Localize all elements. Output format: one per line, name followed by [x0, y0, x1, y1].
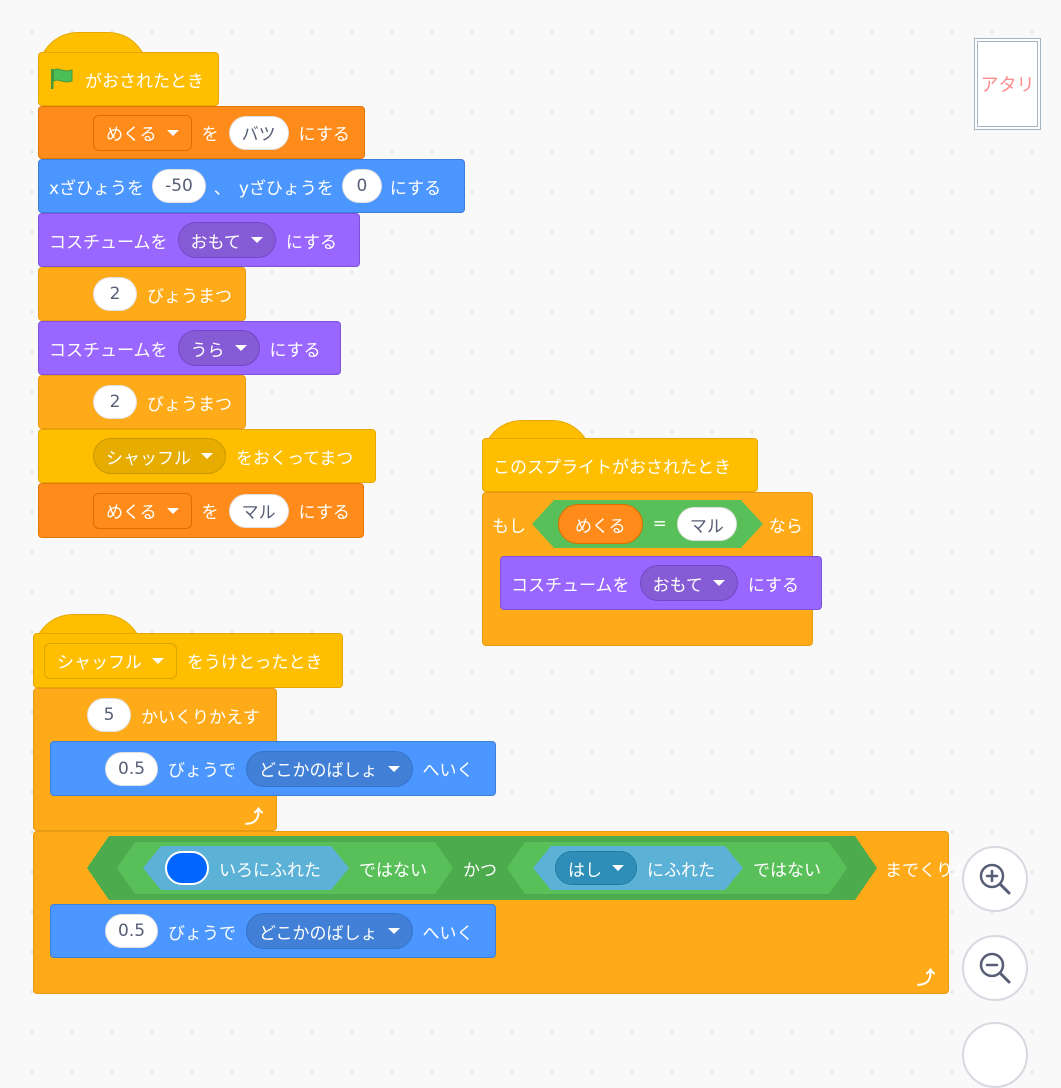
set-variable-block[interactable]: めくる を バツ にする — [38, 106, 365, 159]
broadcast-and-wait-block[interactable]: シャッフル をおくってまつ — [38, 429, 376, 483]
glide-block-2[interactable]: 0.5 びょうで どこかのばしょ へいく — [50, 904, 496, 958]
costume-label: コスチュームを — [511, 575, 630, 596]
glide-target-dropdown[interactable]: どこかのばしょ — [246, 913, 413, 949]
value-input[interactable]: バツ — [228, 115, 289, 150]
loop-arrow-icon: ⤴ — [917, 968, 935, 989]
zoom-out-button[interactable] — [962, 935, 1028, 1001]
not-operator-2[interactable]: はし にふれた ではない — [507, 842, 847, 894]
chevron-down-icon — [152, 657, 164, 664]
equals-sign: = — [652, 514, 667, 534]
chevron-down-icon — [387, 928, 400, 934]
touch-target-dropdown[interactable]: はし — [555, 851, 637, 885]
when-sprite-clicked-block[interactable]: このスプライトがおされたとき — [482, 438, 758, 492]
x-input[interactable]: -50 — [152, 169, 206, 203]
costume-end-label: にする — [269, 340, 321, 361]
x-label: xざひょうを — [49, 178, 145, 199]
goto-xy-block[interactable]: xざひょうを -50 、 yざひょうを 0 にする — [38, 159, 465, 213]
chevron-down-icon — [612, 865, 624, 871]
glide-target-dropdown[interactable]: どこかのばしょ — [246, 750, 413, 787]
glide-seconds-input[interactable]: 0.5 — [105, 751, 159, 786]
costume-dropdown[interactable]: おもて — [639, 565, 738, 601]
chevron-down-icon — [166, 507, 179, 514]
broadcast-label: をおくってまつ — [236, 448, 354, 469]
touching-color-label: いろにふれた — [219, 860, 321, 881]
set-mid-label: を — [201, 503, 219, 523]
chevron-down-icon — [712, 580, 725, 586]
repeat-header: 5 かいくりかえす — [33, 690, 277, 740]
variable-dropdown[interactable]: めくる — [93, 492, 192, 529]
repeat-until-header: いろにふれた ではない かつ はし にふれた ではない までくりかえす — [33, 833, 1004, 903]
set-end-label: にする — [298, 125, 350, 145]
separator: 、 — [213, 178, 231, 199]
chevron-down-icon — [387, 765, 400, 772]
repeat-label: かいくりかえす — [141, 707, 260, 728]
variable-dropdown[interactable]: めくる — [93, 114, 192, 151]
chevron-down-icon — [166, 129, 179, 136]
y-label: yざひょうを — [238, 178, 334, 199]
glide-block[interactable]: 0.5 びょうで どこかのばしょ へいく — [50, 741, 496, 796]
costume-end-label: にする — [747, 575, 799, 596]
zoom-out-icon — [979, 952, 1011, 984]
glide-label: びょうで — [168, 923, 237, 944]
message-dropdown[interactable]: シャッフル — [44, 642, 177, 679]
chevron-down-icon — [250, 237, 263, 243]
glide-end-label: へいく — [422, 923, 474, 944]
costume-dropdown[interactable]: うら — [177, 330, 260, 366]
wait-label: びょうまつ — [147, 394, 232, 415]
loop-arrow-icon: ⤴ — [245, 807, 263, 828]
wait-block[interactable]: 2 びょうまつ — [38, 267, 246, 321]
wait-block-2[interactable]: 2 びょうまつ — [38, 375, 246, 429]
variable-reporter[interactable]: めくる — [558, 504, 643, 544]
hat-label: このスプライトがおされたとき — [493, 457, 731, 478]
set-variable-block-2[interactable]: めくる を マル にする — [38, 483, 364, 538]
sprite-preview[interactable]: アタリ — [974, 38, 1041, 130]
green-flag-icon — [51, 68, 73, 89]
not-label-1: ではない — [359, 860, 427, 881]
costume-end-label: にする — [285, 232, 337, 253]
if-label: もし — [492, 516, 526, 537]
when-i-receive-block[interactable]: シャッフル をうけとったとき — [33, 633, 343, 688]
and-label: かつ — [463, 860, 497, 881]
set-end-label: にする — [298, 503, 350, 523]
color-swatch[interactable] — [165, 851, 209, 885]
touching-label: にふれた — [647, 860, 715, 881]
receive-label: をうけとったとき — [187, 653, 323, 673]
switch-costume-block[interactable]: コスチュームを おもて にする — [38, 213, 360, 267]
set-mid-label: を — [201, 125, 219, 145]
wait-input[interactable]: 2 — [93, 385, 137, 419]
zoom-in-button[interactable] — [962, 846, 1028, 912]
switch-costume-block-2[interactable]: コスチュームを うら にする — [38, 321, 341, 375]
costume-label: コスチュームを — [49, 340, 168, 361]
glide-label: びょうで — [168, 761, 237, 781]
then-label: なら — [768, 516, 803, 537]
not-label-2: ではない — [753, 860, 821, 881]
glide-end-label: へいく — [422, 761, 474, 781]
and-operator[interactable]: いろにふれた ではない かつ はし にふれた ではない — [87, 836, 877, 900]
chevron-down-icon — [201, 453, 213, 459]
message-dropdown[interactable]: シャッフル — [93, 438, 226, 474]
if-header: もし めくる = マル なら — [482, 494, 813, 554]
touching-object-block[interactable]: はし にふれた — [533, 846, 743, 890]
glide-seconds-input[interactable]: 0.5 — [105, 914, 159, 948]
zoom-in-icon — [979, 863, 1011, 895]
wait-label: びょうまつ — [147, 286, 232, 307]
touching-color-block[interactable]: いろにふれた — [143, 846, 349, 890]
when-flag-clicked-block[interactable]: がおされたとき — [38, 52, 219, 106]
y-input[interactable]: 0 — [341, 169, 382, 203]
repeat-input[interactable]: 5 — [87, 698, 131, 732]
costume-label: コスチュームを — [49, 232, 168, 253]
compare-input[interactable]: マル — [677, 507, 737, 541]
costume-dropdown[interactable]: おもて — [177, 222, 276, 258]
goto-end-label: にする — [389, 178, 442, 199]
not-operator-1[interactable]: いろにふれた ではない — [117, 842, 453, 894]
wait-input[interactable]: 2 — [93, 277, 137, 311]
switch-costume-block-3[interactable]: コスチュームを おもて にする — [500, 556, 822, 610]
value-input[interactable]: マル — [228, 493, 289, 528]
zoom-reset-button[interactable] — [962, 1022, 1028, 1088]
preview-label: アタリ — [980, 75, 1035, 96]
equals-operator[interactable]: めくる = マル — [532, 500, 763, 548]
hat-label: がおされたとき — [85, 71, 204, 92]
chevron-down-icon — [234, 345, 247, 351]
